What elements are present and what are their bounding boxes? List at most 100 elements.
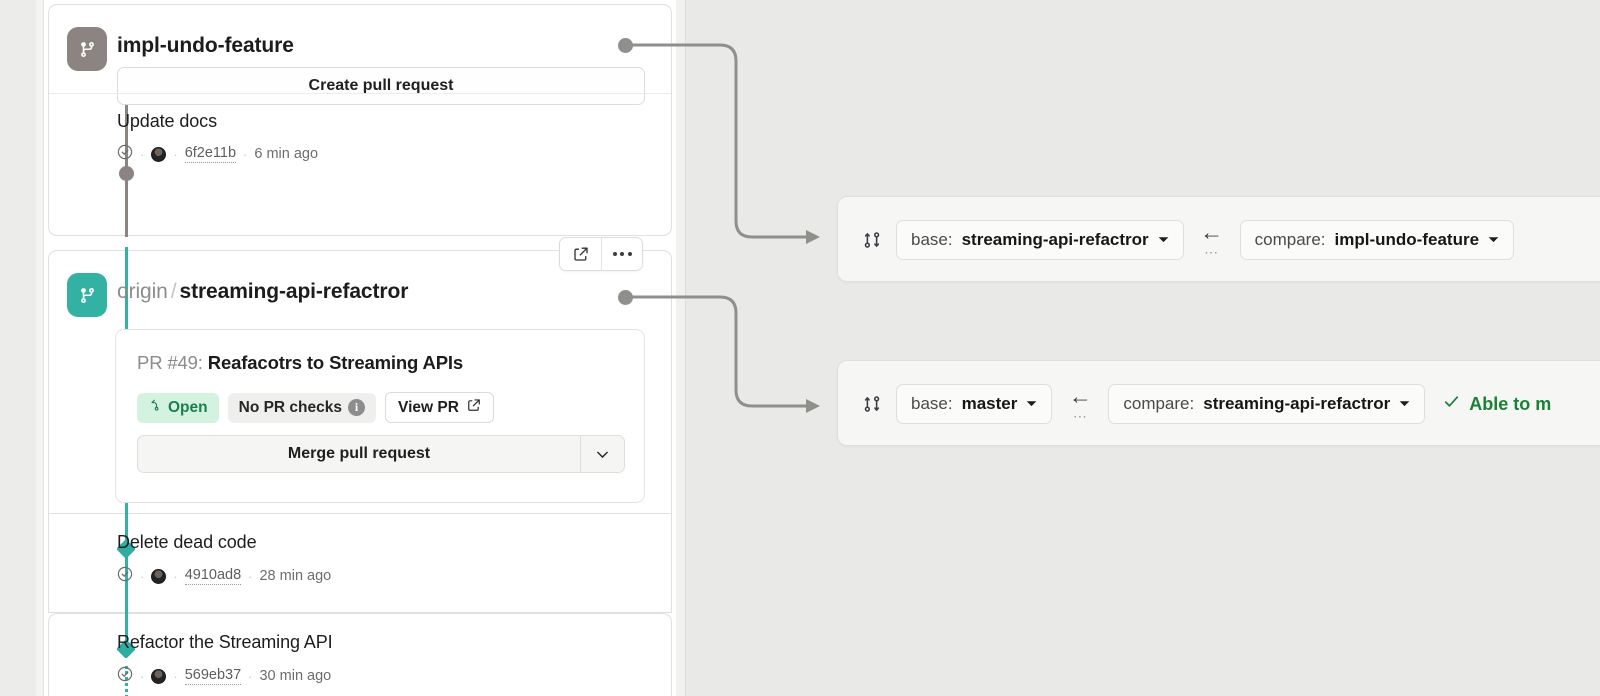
base-branch-value: master <box>961 394 1018 413</box>
compare-branch-select[interactable]: compare: impl-undo-feature <box>1239 220 1515 260</box>
merge-status-label: Able to m <box>1469 393 1552 414</box>
compare-direction-arrow: ← ⋯ <box>1184 219 1240 260</box>
arrow-dots: ⋯ <box>1204 244 1220 260</box>
branch-actions-control[interactable] <box>559 237 643 271</box>
merge-status: Able to m <box>1443 393 1551 415</box>
pull-request-badges: Open No PR checks i View PR <box>137 392 494 423</box>
view-pr-label: View PR <box>398 398 459 416</box>
checks-badge-label: No PR checks <box>238 398 343 416</box>
check-circle-icon <box>117 144 133 164</box>
commit-meta: · · 6f2e11b · 6 min ago <box>117 144 318 164</box>
commit-title: Refactor the Streaming API <box>117 632 333 652</box>
compare-branch-value: streaming-api-refactror <box>1203 394 1391 413</box>
branch-name-local: impl-undo-feature <box>117 34 294 57</box>
status-badge-checks: No PR checks i <box>227 392 377 423</box>
compare-branch-select[interactable]: compare: streaming-api-refactror <box>1108 384 1426 424</box>
chevron-down-icon[interactable] <box>580 436 624 472</box>
commit-sha-link[interactable]: 6f2e11b <box>184 145 237 163</box>
external-link-icon <box>467 398 481 417</box>
commit-row[interactable]: Update docs · · 6f2e11b · 6 min ago <box>49 93 671 169</box>
connector-anchor-origin <box>618 290 633 305</box>
compare-card-2: base: master ← ⋯ compare: streaming-api-… <box>837 360 1600 446</box>
info-icon[interactable]: i <box>348 399 366 416</box>
compare-direction-arrow: ← ⋯ <box>1052 383 1108 424</box>
arrow-left-icon: ← <box>1068 383 1092 409</box>
pull-request-title: Reafacotrs to Streaming APIs <box>207 352 464 373</box>
arrow-dots: ⋯ <box>1072 408 1088 424</box>
git-compare-icon <box>862 394 896 414</box>
pull-request-heading: PR #49: Reafacotrs to Streaming APIs <box>137 352 463 374</box>
arrow-left-icon: ← <box>1200 219 1224 245</box>
branch-list-panel: impl-undo-feature Create pull request Up… <box>44 0 676 696</box>
pull-request-box: PR #49: Reafacotrs to Streaming APIs <box>115 329 645 503</box>
meta-separator: · <box>243 146 248 162</box>
external-link-icon[interactable] <box>560 238 601 270</box>
commit-sha-link[interactable]: 4910ad8 <box>184 567 242 585</box>
meta-separator: · <box>248 568 253 584</box>
avatar <box>151 146 167 162</box>
branch-card-local: impl-undo-feature Create pull request Up… <box>48 4 672 237</box>
meta-separator: · <box>140 668 145 684</box>
kebab-menu-icon[interactable] <box>601 238 642 270</box>
base-branch-select[interactable]: base: streaming-api-refactror <box>896 220 1184 260</box>
compare-prefix-label: compare: <box>1254 230 1326 249</box>
branch-header-local[interactable]: impl-undo-feature Create pull request <box>49 5 671 105</box>
chevron-down-icon <box>1026 394 1037 414</box>
meta-separator: · <box>173 668 178 684</box>
compare-row: base: master ← ⋯ compare: streaming-api-… <box>838 361 1600 447</box>
commit-title: Update docs <box>117 111 217 131</box>
chevron-down-icon <box>1488 230 1499 250</box>
chevron-down-icon <box>1158 230 1169 250</box>
avatar <box>151 568 167 584</box>
merge-pull-request-button[interactable]: Merge pull request <box>287 445 431 462</box>
commit-row[interactable]: Delete dead code · · 4910ad8 · 28 min ag… <box>49 514 671 590</box>
commit-meta: · · 569eb37 · 30 min ago <box>117 666 331 686</box>
compare-pane: base: streaming-api-refactror ← ⋯ compar… <box>686 0 1600 696</box>
view-pr-button[interactable]: View PR <box>385 392 494 423</box>
base-branch-value: streaming-api-refactror <box>961 230 1149 249</box>
graph-rail-origin-mid <box>125 506 128 614</box>
meta-separator: · <box>173 146 178 162</box>
panel-divider <box>676 0 686 696</box>
pull-request-icon <box>148 398 162 417</box>
compare-row: base: streaming-api-refactror ← ⋯ compar… <box>838 197 1600 283</box>
left-gutter <box>0 0 36 696</box>
git-branch-icon <box>67 273 107 317</box>
check-icon <box>1443 393 1460 415</box>
branch-remote-slash: / <box>170 280 177 303</box>
branch-remote-prefix: origin <box>117 280 168 303</box>
meta-separator: · <box>173 568 178 584</box>
pull-request-number: PR #49: <box>137 352 203 373</box>
connector-anchor-local <box>618 38 633 53</box>
meta-separator: · <box>248 668 253 684</box>
commit-row[interactable]: Refactor the Streaming API · · 569eb37 ·… <box>49 614 671 690</box>
meta-separator: · <box>140 146 145 162</box>
merge-pull-request-split-button[interactable]: Merge pull request <box>137 435 625 473</box>
create-pull-request-button[interactable]: Create pull request <box>117 67 645 105</box>
commit-title: Delete dead code <box>117 532 257 552</box>
base-branch-select[interactable]: base: master <box>896 384 1053 424</box>
graph-rail-origin-top <box>125 247 128 313</box>
compare-card-1: base: streaming-api-refactror ← ⋯ compar… <box>837 196 1600 282</box>
gutter-edge <box>36 0 44 696</box>
branch-header-origin[interactable]: origin/streaming-api-refactror PR #49: R… <box>49 251 671 503</box>
base-prefix-label: base: <box>911 230 953 249</box>
meta-separator: · <box>140 568 145 584</box>
commit-timestamp: 6 min ago <box>254 146 319 162</box>
avatar <box>151 668 167 684</box>
chevron-down-icon <box>1399 394 1410 414</box>
check-circle-icon <box>117 666 133 686</box>
branch-name-origin: origin/streaming-api-refactror <box>117 280 408 304</box>
compare-prefix-label: compare: <box>1123 394 1195 413</box>
commit-timestamp: 28 min ago <box>259 568 332 584</box>
base-prefix-label: base: <box>911 394 953 413</box>
commit-sha-link[interactable]: 569eb37 <box>184 667 242 685</box>
git-branch-icon <box>67 27 107 71</box>
branch-remote-name: streaming-api-refactror <box>179 280 409 303</box>
check-circle-icon <box>117 566 133 586</box>
graph-node-commit <box>119 166 134 181</box>
commit-meta: · · 4910ad8 · 28 min ago <box>117 566 331 586</box>
git-compare-icon <box>862 230 896 250</box>
commit-timestamp: 30 min ago <box>259 668 332 684</box>
status-badge-label: Open <box>168 398 208 416</box>
